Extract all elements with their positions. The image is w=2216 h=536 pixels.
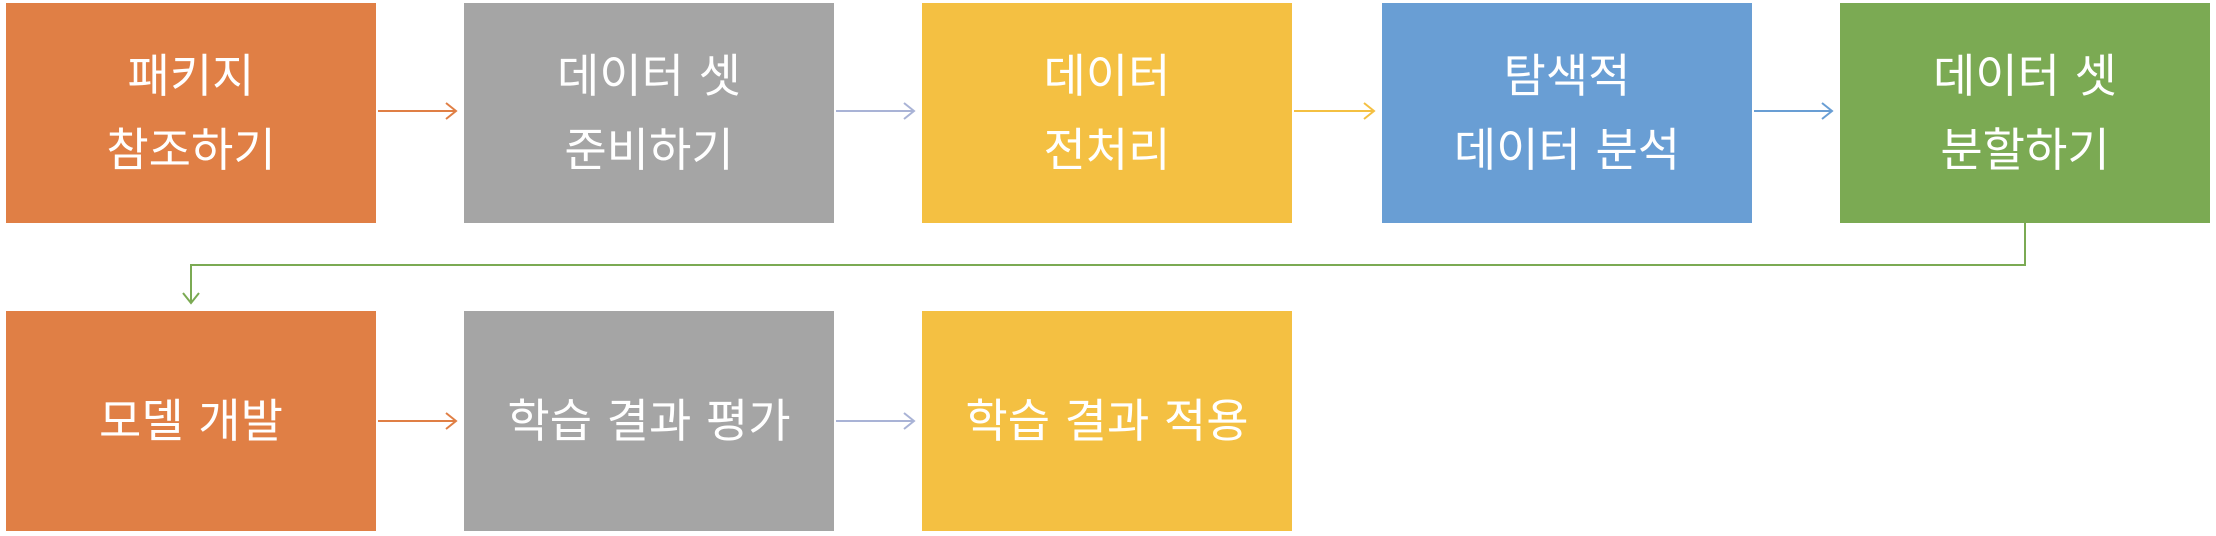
step-label-line: 분할하기 (1940, 123, 2110, 177)
step-label-line: 데이터 셋 (1933, 49, 2117, 103)
arrow-step3-to-step4 (1294, 102, 1376, 120)
arrow-step7-to-step8 (836, 412, 916, 430)
step-label-line: 학습 결과 적용 (965, 394, 1249, 448)
arrow-step1-to-step2 (378, 102, 458, 120)
step-label-line: 참조하기 (106, 123, 276, 177)
step-model-development: 모델 개발 (6, 311, 376, 531)
step-import-packages: 패키지 참조하기 (6, 3, 376, 223)
arrow-step2-to-step3 (836, 102, 916, 120)
arrow-step5-to-step6 (182, 223, 2026, 305)
step-apply-results: 학습 결과 적용 (922, 311, 1292, 531)
step-data-preprocessing: 데이터 전처리 (922, 3, 1292, 223)
arrow-step6-to-step7 (378, 412, 458, 430)
step-label-line: 전처리 (1043, 123, 1171, 177)
step-label-line: 탐색적 (1503, 49, 1631, 103)
step-evaluate-results: 학습 결과 평가 (464, 311, 834, 531)
step-label-line: 데이터 분석 (1453, 123, 1681, 177)
step-label-line: 데이터 셋 (557, 49, 741, 103)
step-label-line: 모델 개발 (99, 394, 283, 448)
step-label-line: 학습 결과 평가 (507, 394, 791, 448)
step-split-dataset: 데이터 셋 분할하기 (1840, 3, 2210, 223)
step-label-line: 준비하기 (564, 123, 734, 177)
step-label-line: 데이터 (1043, 49, 1171, 103)
step-prepare-dataset: 데이터 셋 준비하기 (464, 3, 834, 223)
step-exploratory-data-analysis: 탐색적 데이터 분석 (1382, 3, 1752, 223)
step-label-line: 패키지 (127, 49, 255, 103)
arrow-step4-to-step5 (1754, 102, 1834, 120)
